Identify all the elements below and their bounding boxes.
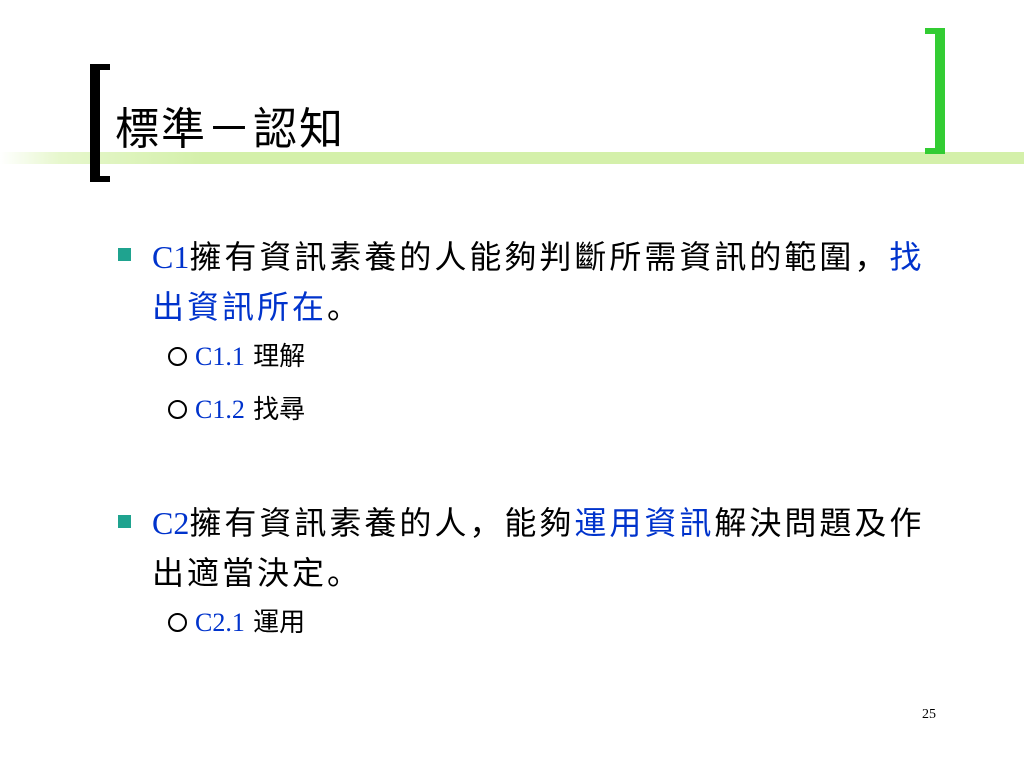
bullet-highlight: 找出資訊所在: [152, 238, 925, 326]
subitem-label: 找尋: [253, 395, 306, 425]
square-bullet-icon: [118, 515, 131, 528]
subitem-code: C1.1: [195, 342, 245, 371]
subitem-code: C1.2: [195, 395, 245, 424]
bullet-text: 擁有資訊素養的人能夠判斷所需資訊的範圍，: [189, 238, 890, 276]
circle-bullet-icon: [168, 613, 187, 632]
subitem-c1-1: C1.1 理解: [168, 337, 305, 377]
bullet-c1: C1擁有資訊素養的人能夠判斷所需資訊的範圍，找出資訊所在。: [152, 232, 942, 332]
subitem-code: C2.1: [195, 608, 245, 637]
bullet-text-end: 。: [327, 288, 363, 326]
bullet-text: 擁有資訊素養的人，能夠: [189, 504, 575, 542]
right-bracket-decoration: [925, 28, 945, 154]
subitem-c1-2: C1.2 找尋: [168, 390, 305, 430]
bullet-code: C1: [152, 239, 190, 275]
square-bullet-icon: [118, 248, 131, 261]
slide-title: 標準－認知: [115, 104, 345, 155]
left-bracket-decoration: [90, 64, 110, 182]
subitem-label: 理解: [253, 342, 306, 372]
bullet-highlight: 運用資訊: [574, 504, 715, 542]
subitem-label: 運用: [253, 608, 306, 638]
bullet-c2: C2擁有資訊素養的人，能夠運用資訊解決問題及作出適當決定。: [152, 498, 942, 598]
bullet-code: C2: [152, 505, 190, 541]
circle-bullet-icon: [168, 400, 187, 419]
bullet-text-end: 解決問題及作出適當決定。: [152, 504, 925, 592]
subitem-c2-1: C2.1 運用: [168, 603, 305, 643]
title-decoration-bar: [0, 152, 1024, 164]
page-number: 25: [922, 707, 936, 722]
circle-bullet-icon: [168, 347, 187, 366]
